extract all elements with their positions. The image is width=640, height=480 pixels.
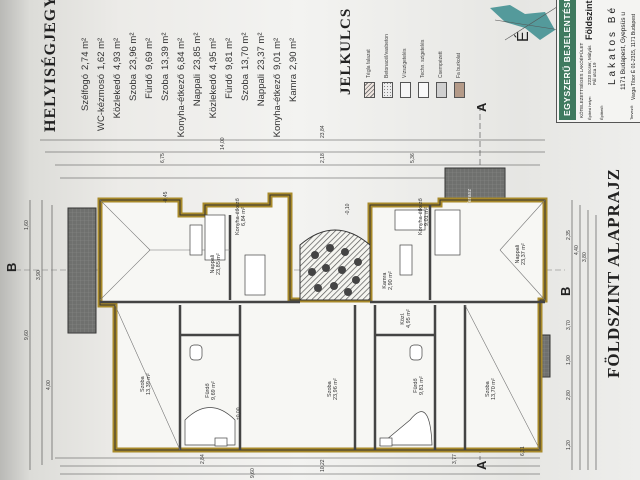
legend-item: Tégla falazat [360, 34, 378, 98]
level-mark: ±0,00 [236, 407, 242, 420]
level-mark: -0,45 [163, 191, 169, 203]
terrace-left [67, 207, 97, 334]
dimension-label: 9,60 [250, 468, 256, 478]
legend-item: Techn. szigetelés [414, 34, 432, 98]
dimension-label: 23,84 [320, 125, 326, 138]
legend-swatch [381, 82, 393, 98]
legend-swatch [453, 82, 465, 98]
legend-item: Fa burkolat [450, 34, 468, 98]
client-label: Építtető: [599, 105, 604, 120]
level-mark: -0,10 [345, 203, 351, 215]
dimension-label: 14,00 [220, 137, 226, 150]
dimension-label: 9,60 [24, 330, 30, 340]
dimension-label: 3,90 [36, 270, 42, 280]
legend-item: Csempézett [432, 34, 450, 98]
dimension-label: 2,84 [200, 454, 206, 464]
section-marker-a: A [474, 460, 489, 470]
dimension-label: 6,31 [520, 446, 526, 456]
section-marker-a: A [474, 102, 489, 112]
dimension-label: 2,18 [320, 153, 326, 163]
legend-swatch [363, 82, 375, 98]
legend-item: Betonacél/vasbeton [378, 34, 396, 98]
dimension-label: 2,80 [566, 390, 572, 400]
room-label: Terasz [467, 188, 473, 205]
legend-swatch [417, 82, 429, 98]
dimension-label: 3,70 [566, 320, 572, 330]
legend-title: JELKULCS [338, 7, 354, 95]
client-name: Lakatos Bé [607, 4, 618, 85]
title-block-subheader: KÖTELEZETTSÉGES LAKÓÉPÜLET [579, 42, 584, 118]
legend-item: Vízszigetelés [396, 34, 414, 98]
dimension-label: 4,00 [46, 380, 52, 390]
dimension-label: 3,80 [582, 252, 588, 262]
section-marker-b: B [4, 262, 19, 272]
compass-north-arrow [490, 4, 561, 41]
room-label: Közl.4,95 m² [400, 309, 412, 328]
legend-swatch [399, 82, 411, 98]
client-address: 1171 Budapest, Gyepsüs u [620, 12, 627, 90]
dimension-label: 4,40 [574, 245, 580, 255]
drawing-title: FÖLDSZINT ALAPRAJZ [604, 168, 623, 378]
dimension-label: 1,90 [566, 355, 572, 365]
courtyard-planting [299, 229, 371, 301]
compass-label: É [515, 31, 532, 42]
legend-swatch [435, 82, 447, 98]
dimension-label: 2,35 [566, 230, 572, 240]
dimension-label: 3,77 [452, 454, 458, 464]
dimension-label: 6,75 [160, 153, 166, 163]
site-address: 2233 Ecser, Mátyás Pál utca 19 [587, 45, 597, 85]
dimension-label: 1,60 [24, 220, 30, 230]
designer: Varga Tibor É 01-2315, 1171 Budapest [631, 14, 637, 100]
site-label: Építési helye: [587, 95, 592, 120]
dimension-label: 10,22 [320, 459, 326, 472]
dimension-label: 1,20 [566, 440, 572, 450]
section-marker-b: B [558, 286, 573, 296]
title-block: EGYSZERŰ BEJELENTÉSI TERV KÖTELEZETTSÉGE… [556, 0, 640, 123]
dimension-label: 5,36 [410, 153, 416, 163]
room-schedule-title: HELYISÉGJEGYZÉK [42, 0, 59, 132]
designer-label: Tervező: [629, 104, 634, 120]
legend: Tégla falazat Betonacél/vasbeton Vízszig… [360, 34, 468, 98]
sheet-name: Földszint [584, 0, 594, 41]
title-block-header: EGYSZERŰ BEJELENTÉSI TERV [559, 0, 576, 120]
